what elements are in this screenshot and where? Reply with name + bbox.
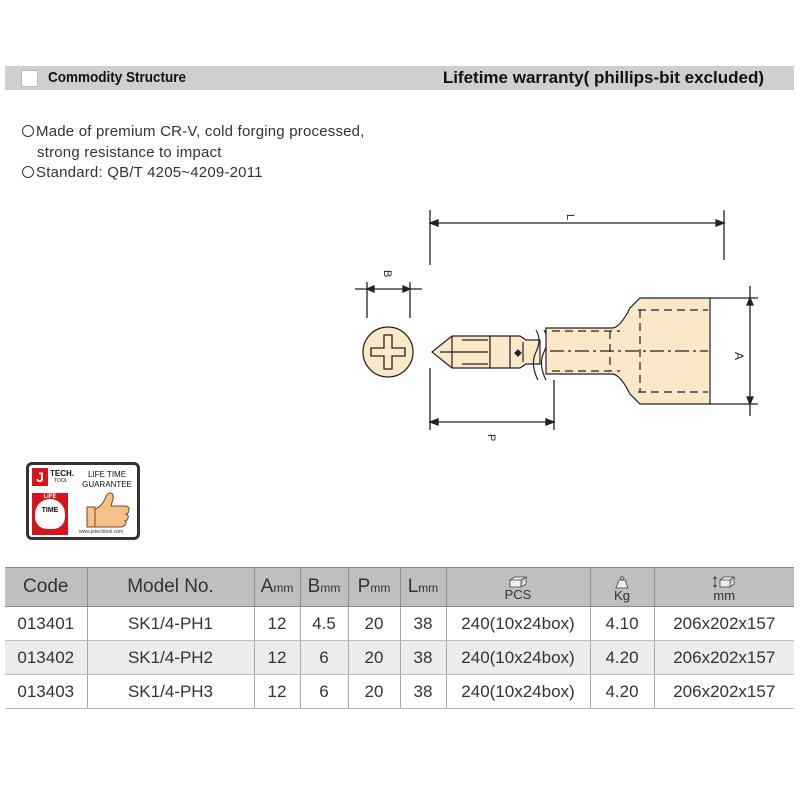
table-row: 013403 SK1/4-PH3 12 6 20 38 240(10x24box… bbox=[5, 674, 794, 709]
cell-p: 20 bbox=[348, 640, 401, 675]
cell-a: 12 bbox=[254, 674, 301, 709]
carton-dimension-icon bbox=[713, 576, 736, 588]
cell-size: 206x202x157 bbox=[654, 606, 794, 641]
carton-box-icon bbox=[509, 576, 527, 588]
cell-model: SK1/4-PH2 bbox=[87, 640, 255, 675]
dimension-label-b: B bbox=[381, 270, 393, 277]
cell-kg: 4.10 bbox=[590, 606, 655, 641]
col-header-weight: Kg bbox=[590, 567, 655, 607]
cell-pcs: 240(10x24box) bbox=[446, 606, 591, 641]
dimension-label-p: P bbox=[485, 434, 497, 441]
thumbs-up-icon bbox=[86, 492, 130, 528]
checkbox-square-icon bbox=[21, 70, 38, 87]
weight-icon bbox=[615, 575, 629, 588]
guarantee-text: LIFE TIME GUARANTEE bbox=[82, 470, 132, 489]
cell-size: 206x202x157 bbox=[654, 640, 794, 675]
circle-bullet-icon bbox=[22, 125, 34, 137]
warranty-note: Lifetime warranty( phillips-bit excluded… bbox=[442, 68, 764, 87]
cell-pcs: 240(10x24box) bbox=[446, 640, 591, 675]
col-header-p: Pmm bbox=[348, 567, 401, 607]
cell-pcs: 240(10x24box) bbox=[446, 674, 591, 709]
cell-model: SK1/4-PH3 bbox=[87, 674, 255, 709]
cell-b: 4.5 bbox=[300, 606, 349, 641]
section-header-bar: Commodity Structure Lifetime warranty( p… bbox=[5, 66, 794, 90]
cell-code: 013401 bbox=[5, 606, 88, 641]
dimension-label-l: L bbox=[564, 214, 576, 220]
cell-p: 20 bbox=[348, 606, 401, 641]
cell-code: 013402 bbox=[5, 640, 88, 675]
circle-bullet-icon bbox=[22, 166, 34, 178]
col-header-carton-size: mm bbox=[654, 567, 794, 607]
feature-item-continuation: strong resistance to impact bbox=[37, 143, 222, 161]
cell-a: 12 bbox=[254, 606, 301, 641]
cell-kg: 4.20 bbox=[590, 640, 655, 675]
cell-b: 6 bbox=[300, 674, 349, 709]
brand-logo: J TECH. TOOL bbox=[32, 468, 74, 488]
feature-item: Standard: QB/T 4205~4209-2011 bbox=[22, 163, 365, 184]
cell-b: 6 bbox=[300, 640, 349, 675]
cell-a: 12 bbox=[254, 640, 301, 675]
specification-table: Code Model No. Amm Bmm Pmm Lmm PCS Kg bbox=[5, 567, 794, 709]
col-header-b: Bmm bbox=[300, 567, 349, 607]
col-header-pcs: PCS bbox=[446, 567, 591, 607]
cell-size: 206x202x157 bbox=[654, 674, 794, 709]
lifetime-guarantee-badge: J TECH. TOOL LIFE TIME GUARANTEE LIFE TI… bbox=[26, 462, 140, 540]
cell-code: 013403 bbox=[5, 674, 88, 709]
dimension-label-a: A bbox=[732, 352, 746, 360]
cell-l: 38 bbox=[400, 640, 447, 675]
col-header-l: Lmm bbox=[400, 567, 447, 607]
phillips-bit-tip bbox=[431, 329, 548, 381]
table-row: 013401 SK1/4-PH1 12 4.5 20 38 240(10x24b… bbox=[5, 606, 794, 641]
bit-dimension-diagram: L B A P bbox=[355, 210, 758, 441]
badge-url: www.jetechtool.com bbox=[79, 529, 124, 535]
lifetime-seal-icon: LIFE TIME bbox=[32, 493, 68, 535]
table-row: 013402 SK1/4-PH2 12 6 20 38 240(10x24box… bbox=[5, 640, 794, 675]
col-header-model: Model No. bbox=[87, 567, 255, 607]
phillips-end-view-icon bbox=[362, 326, 414, 378]
feature-item: Made of premium CR-V, cold forging proce… bbox=[22, 122, 365, 143]
section-title: Commodity Structure bbox=[48, 69, 187, 86]
cell-kg: 4.20 bbox=[590, 674, 655, 709]
cell-p: 20 bbox=[348, 674, 401, 709]
table-header-row: Code Model No. Amm Bmm Pmm Lmm PCS Kg bbox=[5, 567, 794, 607]
feature-list: Made of premium CR-V, cold forging proce… bbox=[22, 122, 365, 184]
col-header-code: Code bbox=[5, 567, 88, 607]
cell-l: 38 bbox=[400, 674, 447, 709]
cell-model: SK1/4-PH1 bbox=[87, 606, 255, 641]
cell-l: 38 bbox=[400, 606, 447, 641]
socket-body bbox=[545, 297, 711, 405]
col-header-a: Amm bbox=[254, 567, 301, 607]
